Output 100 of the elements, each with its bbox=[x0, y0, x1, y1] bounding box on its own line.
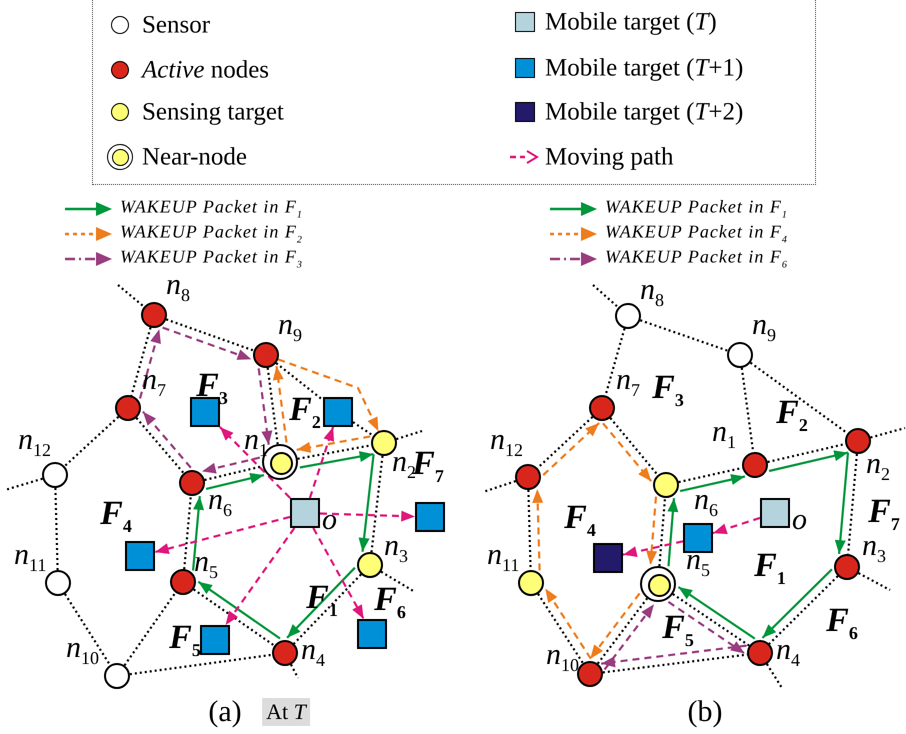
arrow bbox=[678, 586, 756, 640]
legend-text: Mobile target (T) bbox=[545, 10, 717, 34]
node-label: n$_{8}$ bbox=[166, 270, 190, 304]
link-line bbox=[276, 362, 324, 401]
link-line bbox=[136, 417, 184, 474]
link-line bbox=[193, 588, 275, 646]
face-label: F$_{2}$ bbox=[776, 396, 808, 434]
link-line bbox=[204, 465, 263, 482]
arrow bbox=[646, 496, 658, 565]
arrow bbox=[278, 358, 380, 432]
node-label: n$_{5}$ bbox=[194, 547, 218, 581]
face-label: F$_{3}$ bbox=[196, 369, 228, 407]
arrow bbox=[604, 604, 655, 670]
link-line bbox=[596, 598, 648, 664]
legend-text: WAKEUP Packet in F$_{1}$ bbox=[120, 198, 303, 220]
arrow bbox=[202, 456, 260, 474]
arrow bbox=[667, 498, 678, 566]
node-label: n$_{12}$ bbox=[490, 425, 523, 459]
arrow bbox=[198, 580, 281, 640]
link-line bbox=[124, 592, 176, 666]
arrow bbox=[308, 426, 334, 498]
face-label: F$_{1}$ bbox=[306, 581, 338, 619]
link-line bbox=[166, 318, 254, 352]
link-line bbox=[290, 664, 299, 678]
arrow bbox=[154, 516, 290, 554]
arrow bbox=[602, 422, 652, 482]
arrow bbox=[296, 435, 370, 453]
arrow bbox=[272, 366, 288, 443]
arrow bbox=[219, 426, 291, 499]
face-label: F$_{6}$ bbox=[374, 583, 406, 621]
link-line bbox=[130, 327, 152, 396]
caption: (a) bbox=[208, 697, 242, 727]
origin-label: o bbox=[792, 505, 807, 535]
link-line bbox=[298, 444, 372, 460]
link-line bbox=[672, 593, 750, 647]
face-label: F$_{5}$ bbox=[662, 611, 694, 649]
legend-text: Moving path bbox=[545, 144, 674, 170]
arrow bbox=[192, 496, 204, 571]
arrow bbox=[601, 644, 747, 668]
arrow bbox=[668, 600, 746, 654]
legend-text: Sensor bbox=[142, 12, 210, 38]
face-label: F$_{5}$ bbox=[169, 621, 201, 659]
link-line bbox=[130, 654, 272, 676]
node-label: n$_{7}$ bbox=[142, 365, 166, 399]
node-label: n$_{6}$ bbox=[208, 485, 232, 519]
arrow bbox=[312, 527, 365, 620]
link-line bbox=[482, 480, 516, 494]
arrow bbox=[300, 451, 374, 469]
node-label: n$_{1}$ bbox=[712, 417, 736, 451]
arrow bbox=[532, 489, 544, 570]
arrow bbox=[224, 527, 296, 626]
arrow bbox=[206, 472, 264, 490]
arrow bbox=[712, 516, 760, 534]
arrow bbox=[762, 568, 833, 639]
arrow bbox=[768, 450, 848, 472]
link-line bbox=[352, 421, 374, 437]
legend-text: WAKEUP Packet in F$_{2}$ bbox=[120, 222, 303, 246]
arrow bbox=[622, 540, 684, 558]
link-line bbox=[640, 319, 728, 352]
link-line bbox=[537, 593, 584, 664]
legend-text: WAKEUP Packet in F$_{6}$ bbox=[605, 248, 788, 270]
link-line bbox=[658, 498, 666, 566]
legend-text: WAKEUP Packet in F$_{4}$ bbox=[605, 222, 788, 246]
arrow bbox=[320, 510, 416, 522]
node-label: n$_{12}$ bbox=[18, 425, 51, 459]
link-line bbox=[847, 454, 858, 554]
legend-text: Near-node bbox=[142, 144, 247, 170]
link-line bbox=[592, 284, 620, 308]
link-line bbox=[117, 284, 145, 308]
link-line bbox=[64, 593, 111, 666]
face-label: F$_{7}$ bbox=[868, 495, 900, 533]
legend-text: Mobile target (T+2) bbox=[545, 100, 744, 124]
link-line bbox=[54, 488, 59, 570]
legend-text: WAKEUP Packet in F$_{1}$ bbox=[605, 198, 788, 220]
face-label: F$_{4}$ bbox=[100, 497, 132, 535]
arrow bbox=[544, 588, 592, 660]
node-label: n$_{10}$ bbox=[546, 640, 579, 674]
link-line bbox=[858, 572, 891, 591]
origin-label: o bbox=[322, 505, 337, 535]
legend-text: Sensing target bbox=[142, 100, 284, 124]
arrow bbox=[834, 452, 850, 554]
node-label: n$_{9}$ bbox=[278, 310, 302, 344]
face-label: F$_{3}$ bbox=[652, 371, 684, 409]
node-label: n$_{3}$ bbox=[384, 531, 408, 565]
legend-text: WAKEUP Packet in F$_{3}$ bbox=[120, 248, 303, 270]
link-line bbox=[370, 456, 384, 552]
node-label: n$_{4}$ bbox=[301, 635, 325, 669]
link-line bbox=[4, 478, 43, 492]
link-line bbox=[266, 368, 279, 444]
node-label: n$_{7}$ bbox=[616, 365, 640, 399]
arrow bbox=[680, 474, 746, 492]
time-tag: At T bbox=[262, 698, 310, 726]
node-label: n$_{9}$ bbox=[752, 310, 776, 344]
link-line bbox=[602, 654, 748, 674]
legend-text: Mobile target (T+1) bbox=[545, 56, 744, 80]
link-line bbox=[183, 496, 192, 570]
arrow bbox=[286, 566, 356, 639]
link-line bbox=[380, 570, 416, 593]
link-line bbox=[766, 663, 783, 689]
link-line bbox=[396, 430, 422, 440]
